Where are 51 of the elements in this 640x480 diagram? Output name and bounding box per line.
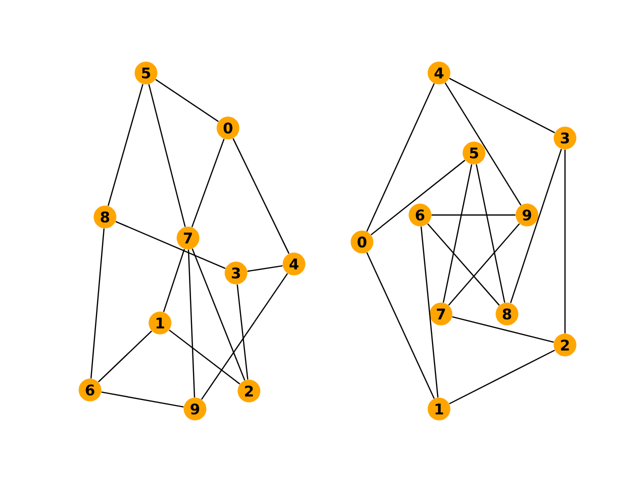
edge-line bbox=[432, 214, 516, 216]
edge-line bbox=[442, 164, 472, 303]
edge-line bbox=[370, 160, 466, 236]
edge-line bbox=[510, 148, 562, 304]
edge-line bbox=[444, 82, 522, 206]
edge-line bbox=[191, 138, 225, 228]
edge-line bbox=[168, 330, 240, 384]
graph-node: 9 bbox=[184, 398, 206, 420]
edge-line bbox=[247, 265, 283, 272]
edge-line bbox=[449, 78, 555, 134]
graph-node: 8 bbox=[94, 206, 116, 228]
edge-line bbox=[427, 223, 500, 306]
edge-line bbox=[366, 83, 435, 232]
edge-line bbox=[98, 330, 152, 382]
graph-node: 3 bbox=[224, 262, 248, 284]
edge-line bbox=[452, 316, 554, 343]
edge-line bbox=[201, 273, 288, 400]
graph-node: 2 bbox=[554, 334, 576, 356]
graph-node: 4 bbox=[282, 252, 306, 276]
graph-node: 8 bbox=[496, 302, 518, 326]
graph-node: 5 bbox=[134, 62, 158, 84]
graph-node: 6 bbox=[78, 378, 102, 402]
graph-node: 5 bbox=[462, 142, 486, 164]
graph-node: 4 bbox=[428, 62, 450, 84]
edge-line bbox=[115, 221, 226, 269]
edge-line bbox=[188, 250, 196, 398]
graph-node: 9 bbox=[516, 204, 538, 226]
edge-line bbox=[449, 350, 555, 404]
graph-node: 2 bbox=[238, 380, 260, 402]
edge-line bbox=[101, 391, 184, 408]
graph-node: 0 bbox=[216, 116, 240, 140]
graph-node: 7 bbox=[430, 302, 452, 326]
edge-line bbox=[108, 84, 144, 206]
graph-node: 3 bbox=[554, 126, 576, 150]
edge-line bbox=[236, 284, 248, 380]
edge-line bbox=[90, 228, 105, 378]
edge-line bbox=[476, 164, 506, 303]
graph-node: 1 bbox=[428, 398, 450, 420]
edge-line bbox=[163, 248, 185, 312]
edge-line bbox=[366, 252, 435, 399]
graph-node: 0 bbox=[350, 230, 374, 254]
graph-node: 7 bbox=[176, 226, 200, 250]
graph-node: 6 bbox=[408, 204, 432, 226]
edge-line bbox=[148, 84, 186, 227]
edge-line bbox=[192, 248, 246, 380]
edge-line bbox=[448, 223, 520, 306]
graph-node: 1 bbox=[148, 312, 172, 334]
edge-line bbox=[232, 138, 290, 254]
edge-line bbox=[155, 78, 219, 122]
edge-line bbox=[564, 150, 566, 334]
edge-line bbox=[420, 226, 438, 398]
